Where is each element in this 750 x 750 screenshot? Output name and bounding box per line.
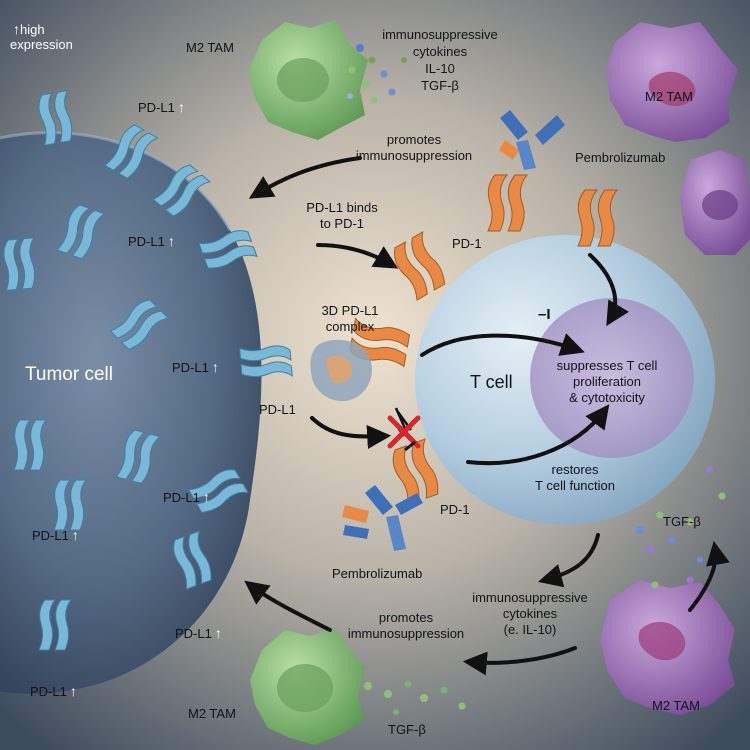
cytokine-dots-bottom-right	[636, 466, 726, 589]
t-cell-label: T cell	[470, 372, 513, 392]
cytokine-dots-top	[347, 44, 407, 104]
pd-l1-text: PD-L1	[32, 528, 69, 543]
pd-l1-label-8: PD-L1↑	[30, 683, 77, 700]
m2-tam-label-top-right: M2 TAM	[645, 89, 693, 104]
pd-l1-complex	[310, 339, 372, 402]
pd-l1-label-7: PD-L1↑	[175, 625, 222, 642]
pd-l1-text: PD-L1	[175, 626, 212, 641]
blocker-bar-icon	[404, 440, 416, 452]
pd-l1-label-1: PD-L1↑	[138, 99, 185, 116]
pd-l1-label-2: PD-L1↑	[128, 233, 175, 250]
suppresses-label: suppresses T cell proliferation & cytoto…	[556, 358, 658, 405]
tgf-beta-label-bottom: TGF-β	[388, 722, 426, 737]
pd-1-molecules	[349, 174, 619, 506]
pd-l1-text: PD-L1	[163, 490, 200, 505]
pembrolizumab-antibody-bottom	[342, 485, 423, 551]
arrow-binds	[316, 243, 399, 269]
m2-tam-label-bottom-right: M2 TAM	[652, 698, 700, 713]
pd-l1-text: PD-L1	[30, 684, 67, 699]
up-arrow-icon: ↑	[211, 359, 219, 375]
up-arrow-icon: ↑	[71, 527, 79, 543]
high-expression-label: ↑high expression	[10, 21, 130, 53]
tgf-beta-label-right: TGF-β	[663, 514, 701, 529]
m2-tam-label-bottom: M2 TAM	[188, 706, 236, 721]
arrow-promotes-top	[248, 156, 362, 199]
complex-label: 3D PD-L1 complex	[321, 303, 379, 334]
pd-l1-label-4: PD-L1	[259, 402, 296, 417]
up-arrow-icon: ↑	[13, 21, 20, 37]
arrow-to-cytokines	[538, 533, 600, 588]
pd-l1-text: PD-L1	[128, 234, 165, 249]
pd-l1-label-6: PD-L1↑	[32, 527, 79, 544]
restores-label: restores T cell function	[535, 462, 615, 493]
block-x-icon	[387, 415, 421, 449]
m2-tam-purple-mid	[680, 150, 750, 255]
cytokines-top-label: immunosuppressive cytokines IL-10 TGF-β	[382, 27, 498, 93]
arrow-pdl1-to-block	[310, 416, 392, 449]
pd-l1-label-3: PD-L1↑	[172, 359, 219, 376]
pembrolizumab-label-top: Pembrolizumab	[575, 150, 666, 165]
m2-tam-green-top	[248, 20, 368, 140]
pd-1-label-bottom: PD-1	[440, 502, 470, 517]
pd-l1-label-5: PD-L1↑	[163, 489, 210, 506]
up-arrow-icon: ↑	[214, 625, 222, 641]
pd-l1-text: PD-L1	[138, 100, 175, 115]
up-arrow-icon: ↑	[167, 233, 175, 249]
m2-tam-label-top: M2 TAM	[186, 40, 234, 55]
pembrolizumab-label-bottom: Pembrolizumab	[332, 566, 423, 581]
arrow-suppresses	[420, 333, 585, 357]
tumor-cell-label: Tumor cell	[25, 364, 113, 385]
m2-tam-purple-bottom	[600, 580, 735, 715]
pd-l1-molecules	[3, 89, 293, 651]
arrow-to-tgf	[688, 540, 730, 612]
high-expression-text: high expression	[10, 22, 73, 52]
up-arrow-icon: ↑	[202, 489, 210, 505]
pd-1-label-top: PD-1	[452, 236, 482, 251]
arrow-promotes-bottom	[244, 580, 332, 632]
arrow-restores	[466, 404, 610, 466]
arrow-to-m2-bottom	[462, 646, 577, 676]
inhibit-mark-label: –I	[538, 306, 551, 323]
up-arrow-icon: ↑	[177, 99, 185, 115]
promotes-top-label: promotes immunosuppression	[355, 132, 473, 163]
m2-tam-green-bottom	[250, 628, 365, 745]
promotes-bottom-label: promotes immunosuppression	[347, 610, 465, 641]
pd-l1-text: PD-L1	[172, 360, 209, 375]
pembrolizumab-antibody-top	[499, 110, 565, 170]
cytokines-bottom-label: immunosuppressive cytokines (e. IL-10)	[472, 590, 588, 637]
up-arrow-icon: ↑	[69, 683, 77, 699]
m2-tam-purple-top	[606, 22, 738, 142]
binds-label: PD-L1 binds to PD-1	[306, 200, 378, 231]
arrow-pd1-to-nucleus	[588, 253, 629, 327]
cytokine-dots-bottom	[364, 680, 466, 715]
